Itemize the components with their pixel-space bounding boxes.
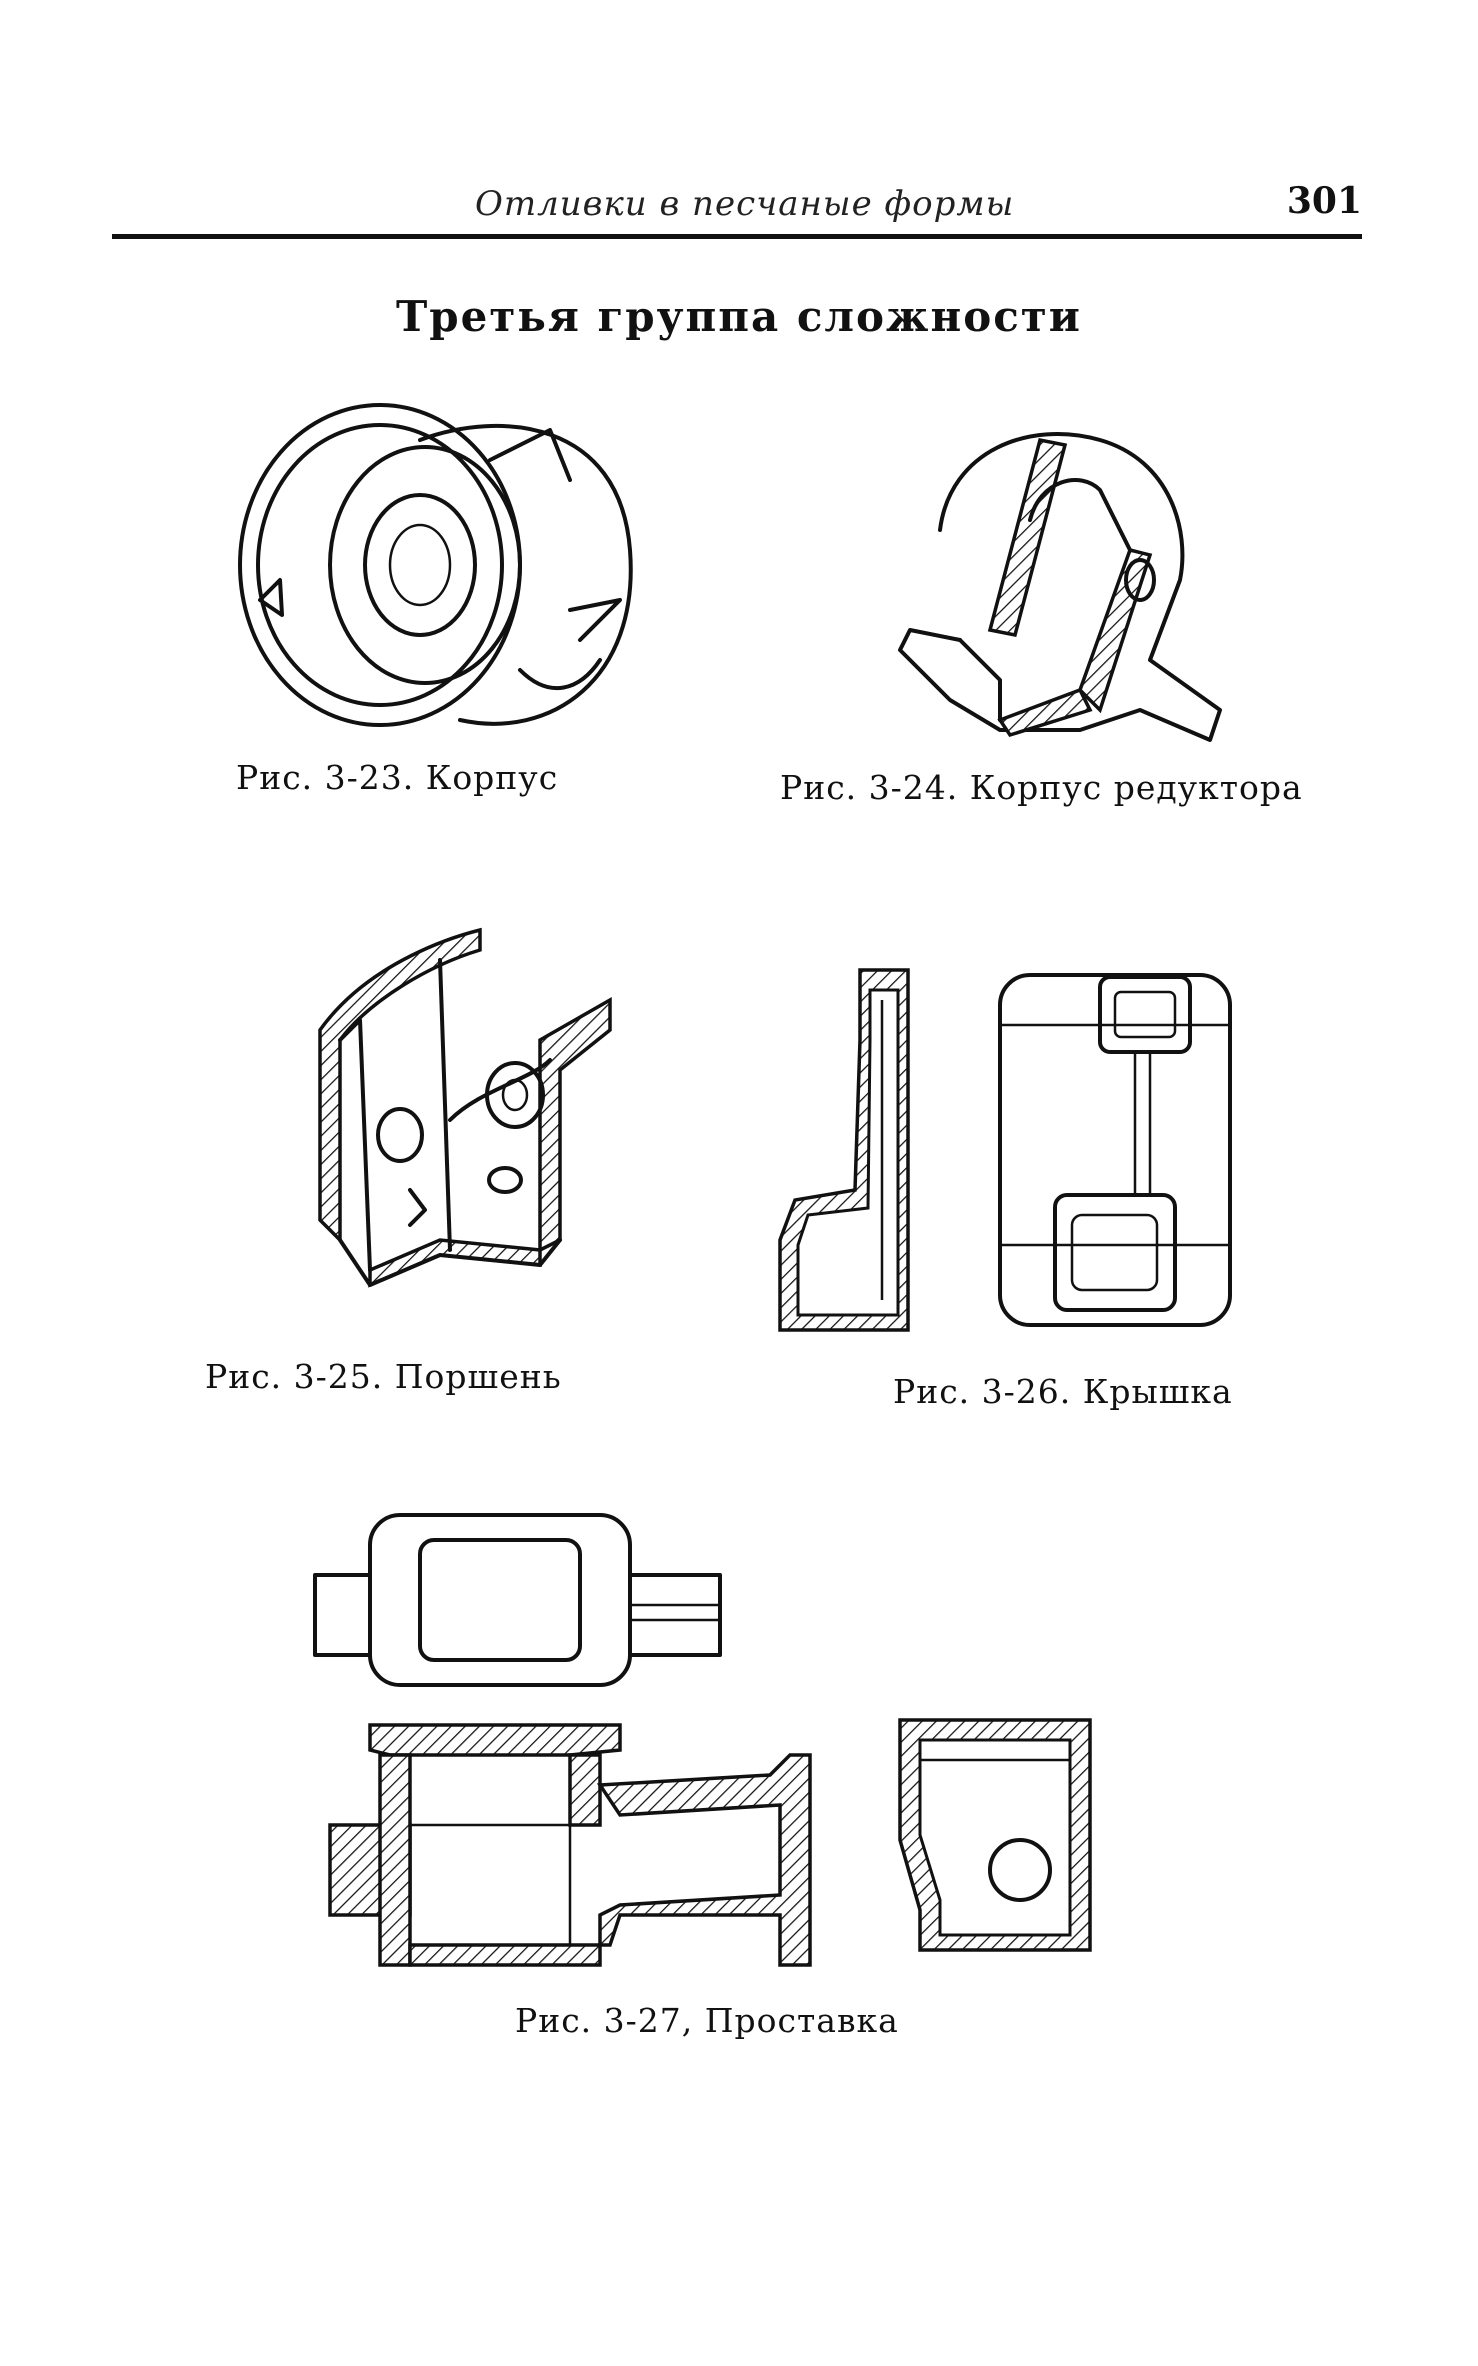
header-rule [112, 234, 1362, 239]
figure-3-26-plan-drawing [990, 965, 1240, 1335]
figure-3-26-caption: Рис. 3-26. Крышка [893, 1372, 1233, 1411]
figure-3-27-end-view-drawing [890, 1710, 1110, 1970]
figure-3-25-caption: Рис. 3-25. Поршень [205, 1357, 562, 1396]
figure-3-27-caption: Рис. 3-27, Проставка [515, 2001, 899, 2040]
running-title: Отливки в песчаные формы [475, 184, 1015, 224]
figure-3-27-plan-drawing [310, 1505, 730, 1695]
figure-3-25-drawing [310, 920, 640, 1320]
figure-3-27-section-drawing [320, 1715, 820, 1975]
page-number: 301 [1286, 180, 1362, 222]
figure-3-23-drawing [220, 400, 660, 750]
section-title: Третья группа сложности [396, 292, 1082, 341]
figure-3-23-caption: Рис. 3-23. Корпус [236, 758, 559, 797]
running-head: Отливки в песчаные формы 301 [120, 178, 1362, 238]
figure-3-26-section-drawing [760, 960, 920, 1340]
figure-3-24-drawing [890, 410, 1240, 750]
figure-3-24-caption: Рис. 3-24. Корпус редуктора [780, 768, 1303, 807]
